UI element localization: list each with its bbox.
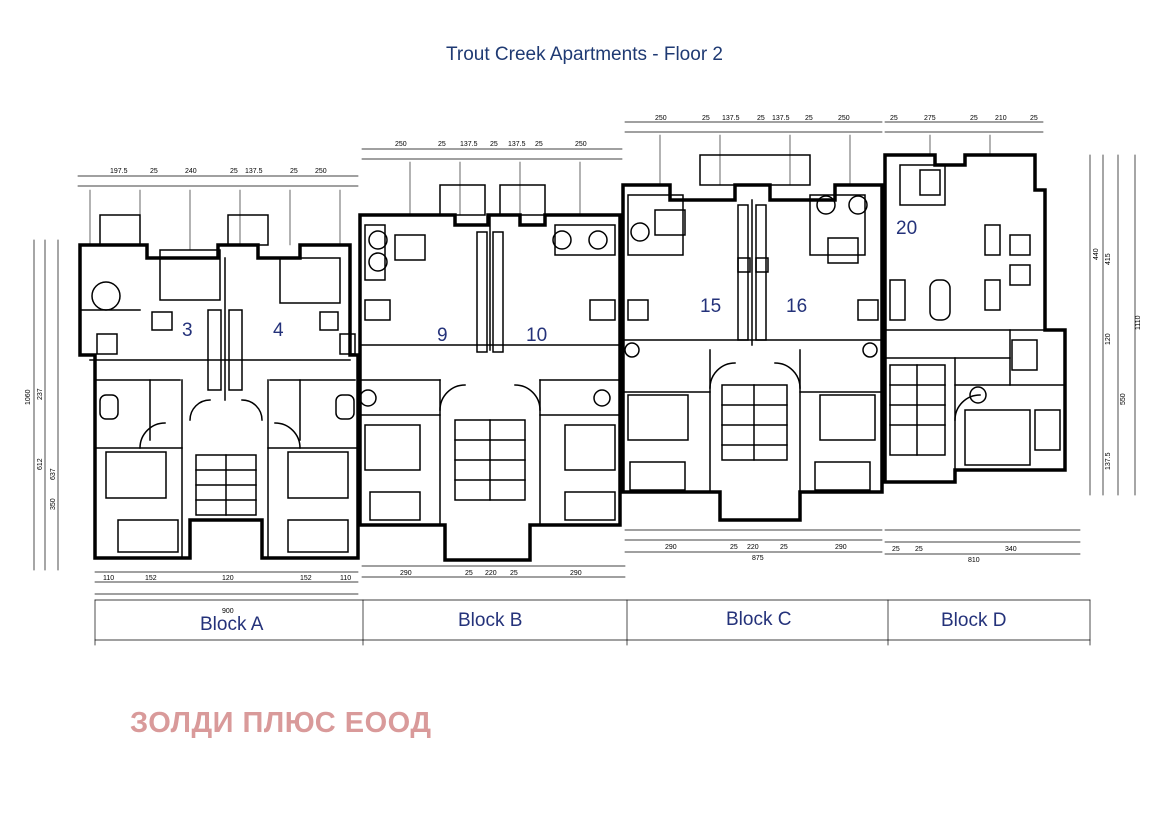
dim-d-right-2: 415	[1105, 253, 1112, 265]
dim-d-right-1: 440	[1093, 248, 1100, 260]
dim-a-right-2: 612	[37, 458, 44, 470]
dim-a-top-2: 25	[150, 168, 158, 175]
dim-a-top-4: 25	[230, 168, 238, 175]
dim-d-top-5: 25	[1030, 115, 1038, 122]
dim-d-top-2: 275	[924, 115, 936, 122]
dim-b-top-7: 250	[575, 141, 587, 148]
dim-a-bottom-4: 152	[300, 575, 312, 582]
dim-b-top-2: 25	[438, 141, 446, 148]
dim-b-bottom-5: 290	[570, 570, 582, 577]
dim-c-top-7: 250	[838, 115, 850, 122]
dim-a-right-1: 237	[37, 388, 44, 400]
dim-b-bottom-3: 220	[485, 570, 497, 577]
unit-20-label: 20	[896, 218, 917, 239]
dim-d-top-3: 25	[970, 115, 978, 122]
dim-d-top-1: 25	[890, 115, 898, 122]
plan-title: Trout Creek Apartments - Floor 2	[445, 44, 723, 65]
block-c-plan	[621, 183, 884, 522]
dim-b-bottom-4: 25	[510, 570, 518, 577]
dim-d-top-4: 210	[995, 115, 1007, 122]
unit-16-label: 16	[786, 296, 807, 317]
dim-c-bottom-1: 290	[665, 544, 677, 551]
block-b-label: Block B	[458, 610, 522, 631]
dim-b-top-6: 25	[535, 141, 543, 148]
dim-c-top-6: 25	[805, 115, 813, 122]
dim-b-top-3: 137.5	[460, 141, 478, 148]
dim-b-top-4: 25	[490, 141, 498, 148]
dim-a-bottom-5: 110	[340, 575, 351, 582]
dim-d-height: 1110	[1135, 315, 1142, 330]
unit-4-label: 4	[273, 320, 284, 341]
dim-a-right-4: 350	[50, 498, 57, 510]
block-c-label: Block C	[726, 609, 791, 630]
dim-d-bottom-1: 25	[892, 546, 900, 553]
block-a-plan	[78, 243, 360, 560]
dim-c-top-3: 137.5	[722, 115, 740, 122]
unit-9-label: 9	[437, 325, 448, 346]
unit-15-label: 15	[700, 296, 721, 317]
dim-c-top-5: 137.5	[772, 115, 790, 122]
dim-c-bottom-3: 220	[747, 544, 759, 551]
dim-d-right-3: 120	[1105, 333, 1112, 345]
dim-a-height: 1060	[25, 389, 32, 405]
dim-a-top-5: 137.5	[245, 168, 263, 175]
dim-b-bottom-1: 290	[400, 570, 412, 577]
dim-c-bottom-4: 25	[780, 544, 788, 551]
dim-b-top-5: 137.5	[508, 141, 526, 148]
dim-d-total: 810	[968, 557, 980, 564]
block-a-label: Block A	[200, 614, 264, 635]
dim-b-bottom-2: 25	[465, 570, 473, 577]
dim-a-bottom-2: 152	[145, 575, 157, 582]
dim-a-top-6: 25	[290, 168, 298, 175]
dim-c-total: 875	[752, 555, 764, 562]
dim-c-bottom-2: 25	[730, 544, 738, 551]
dim-b-top-1: 250	[395, 141, 407, 148]
dim-a-bottom-3: 120	[222, 575, 234, 582]
dim-a-top-3: 240	[185, 168, 197, 175]
dim-a-top-7: 250	[315, 168, 327, 175]
dim-c-top-1: 250	[655, 115, 667, 122]
block-d-plan	[883, 153, 1067, 484]
dim-c-bottom-5: 290	[835, 544, 847, 551]
dim-c-top-2: 25	[702, 115, 710, 122]
dim-c-top-4: 25	[757, 115, 765, 122]
dim-d-right-5: 137.5	[1105, 452, 1112, 470]
dim-a-total: 900	[222, 608, 234, 615]
dim-a-bottom-1: 110	[103, 575, 114, 582]
company-watermark: ЗОЛДИ ПЛЮС ЕООД	[130, 707, 432, 739]
dim-a-right-3: 637	[50, 468, 57, 480]
dim-d-bottom-2: 25	[915, 546, 923, 553]
dim-a-top-1: 197.5	[110, 168, 128, 175]
unit-10-label: 10	[526, 325, 547, 346]
dim-d-right-4: 550	[1120, 393, 1127, 405]
block-d-label: Block D	[941, 610, 1006, 631]
dim-d-bottom-3: 340	[1005, 546, 1017, 553]
unit-3-label: 3	[182, 320, 193, 341]
